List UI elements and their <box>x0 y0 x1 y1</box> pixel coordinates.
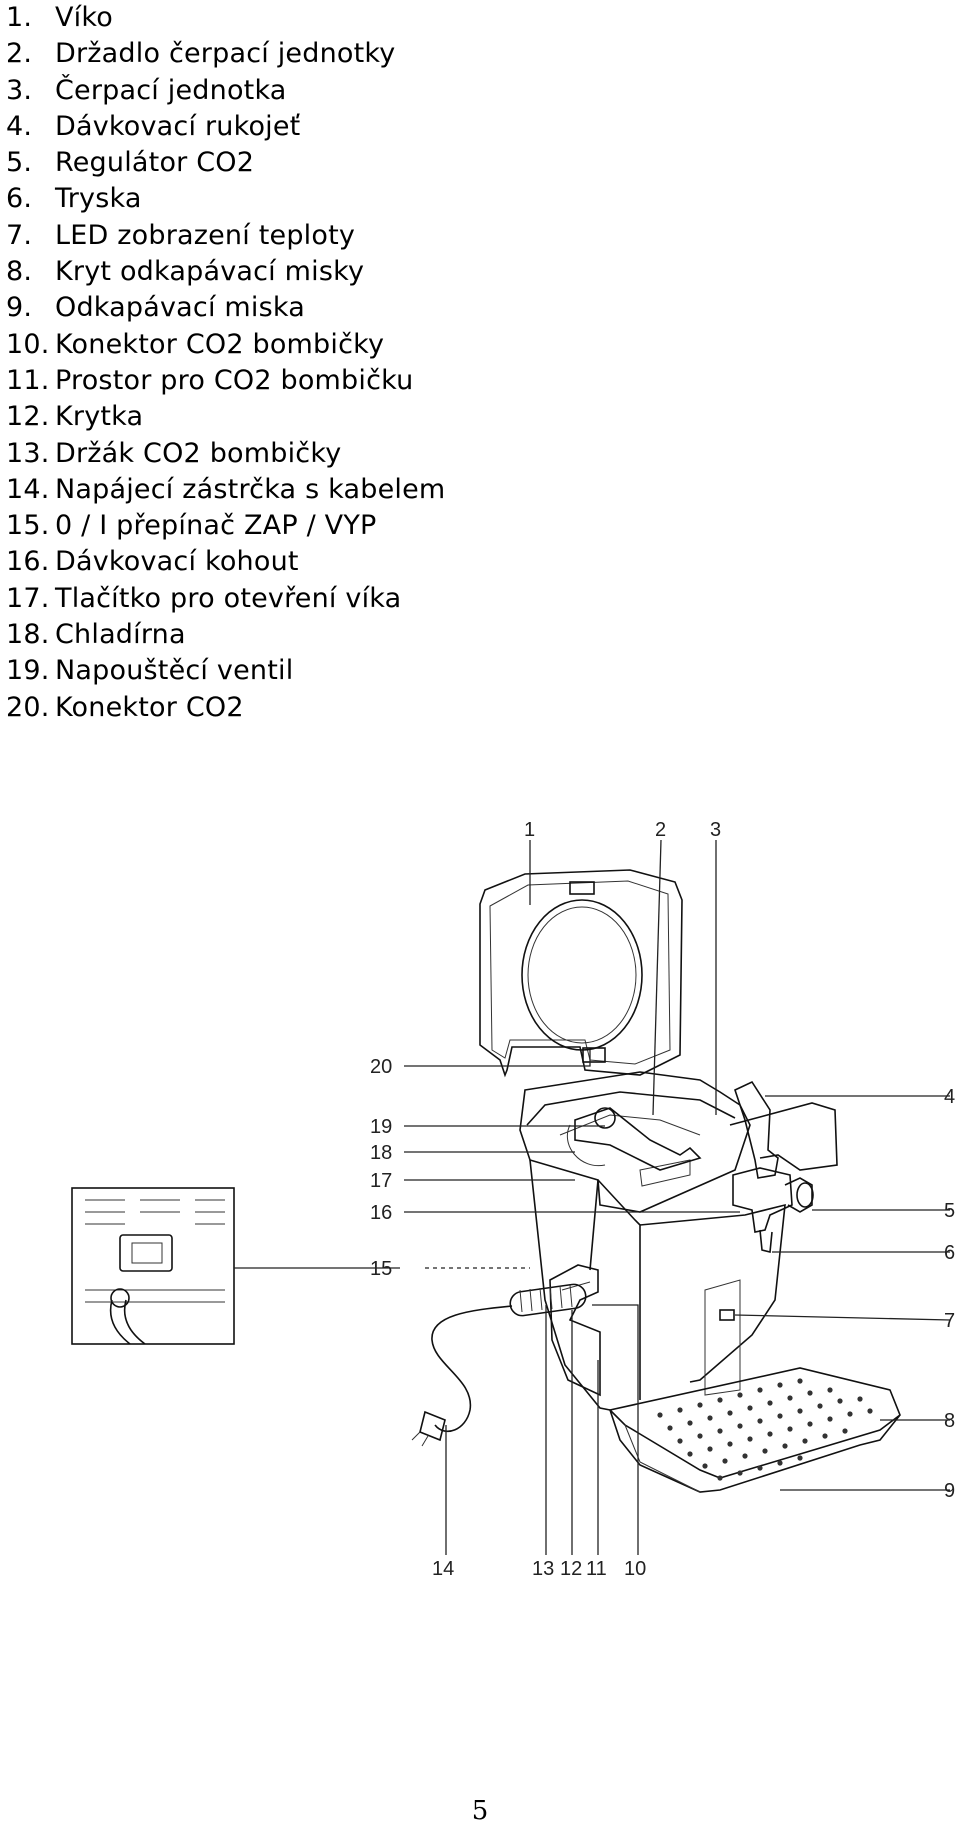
item-label: 0 / I přepínač ZAP / VYP <box>55 510 377 542</box>
callout-6: 6 <box>944 1242 955 1264</box>
item-label: Regulátor CO2 <box>55 147 255 179</box>
callout-8: 8 <box>944 1410 955 1432</box>
item-label: Kryt odkapávací misky <box>55 256 365 288</box>
callout-15: 15 <box>370 1258 392 1280</box>
item-number: 9. <box>6 292 33 324</box>
item-label: Dávkovací kohout <box>55 546 299 578</box>
item-label: Napájecí zástrčka s kabelem <box>55 473 446 505</box>
callout-5: 5 <box>944 1200 955 1222</box>
drip-tray-drawing <box>608 1367 901 1493</box>
item-label: Čerpací jednotka <box>55 74 287 106</box>
body-drawing <box>519 1071 838 1411</box>
callout-13: 13 <box>532 1558 554 1580</box>
callout-16: 16 <box>370 1202 392 1224</box>
list-item: 9. Odkapávací miska <box>6 290 445 326</box>
leader-lines <box>234 839 951 1555</box>
list-item: 16.Dávkovací kohout <box>6 544 445 580</box>
co2-holder-drawing <box>509 1264 601 1397</box>
callout-11: 11 <box>586 1558 607 1580</box>
item-number: 14. <box>6 473 50 505</box>
callout-10: 10 <box>624 1558 646 1580</box>
callout-19: 19 <box>370 1116 392 1138</box>
parts-list: 1. Víko 2. Držadlo čerpací jednotky 3. Čerp… <box>6 0 445 726</box>
callout-7: 7 <box>944 1310 955 1332</box>
callout-2: 2 <box>655 819 666 841</box>
item-label: Držadlo čerpací jednotky <box>55 38 396 70</box>
item-number: 16. <box>6 546 50 578</box>
item-label: Držák CO2 bombičky <box>55 437 342 469</box>
list-item: 7. LED zobrazení teploty <box>6 218 445 254</box>
item-number: 13. <box>6 437 50 469</box>
list-item: 12.Krytka <box>6 399 445 435</box>
item-label: Napouštěcí ventil <box>55 655 294 687</box>
item-label: Konektor CO2 bombičky <box>55 328 385 360</box>
item-label: Odkapávací miska <box>55 292 306 324</box>
callout-1: 1 <box>524 819 535 841</box>
callout-18: 18 <box>370 1142 392 1164</box>
item-number: 19. <box>6 655 50 687</box>
switch-inset-drawing <box>71 1187 235 1345</box>
item-number: 18. <box>6 619 50 651</box>
device-diagram: 1 2 3 4 5 6 7 8 9 10 11 12 13 14 15 16 1… <box>0 780 960 1580</box>
list-item: 11.Prostor pro CO2 bombičku <box>6 363 445 399</box>
item-number: 4. <box>6 110 33 142</box>
item-number: 20. <box>6 691 50 723</box>
list-item: 10.Konektor CO2 bombičky <box>6 327 445 363</box>
item-label: Konektor CO2 <box>55 691 244 723</box>
list-item: 15.0 / I přepínač ZAP / VYP <box>6 508 445 544</box>
item-label: Chladírna <box>55 619 186 651</box>
item-label: Prostor pro CO2 bombičku <box>55 364 414 396</box>
item-number: 2. <box>6 38 33 70</box>
callout-numbers: 1 2 3 4 5 6 7 8 9 10 11 12 13 14 15 16 1… <box>370 819 955 1580</box>
list-item: 3. Čerpací jednotka <box>6 73 445 109</box>
item-number: 1. <box>6 2 33 33</box>
list-item: 6. Tryska <box>6 181 445 217</box>
item-number: 8. <box>6 256 33 288</box>
callout-4: 4 <box>944 1086 955 1108</box>
callout-14: 14 <box>432 1558 454 1580</box>
list-item: 20.Konektor CO2 <box>6 690 445 726</box>
list-item: 4. Dávkovací rukojeť <box>6 109 445 145</box>
item-label: Krytka <box>55 401 144 433</box>
item-label: Tlačítko pro otevření víka <box>55 582 402 614</box>
list-item: 8. Kryt odkapávací misky <box>6 254 445 290</box>
device-drawing: 1 2 3 4 5 6 7 8 9 10 11 12 13 14 15 16 1… <box>71 819 955 1580</box>
lid-drawing <box>479 869 683 1078</box>
tap-drawing <box>732 1167 814 1254</box>
list-item: 19.Napouštěcí ventil <box>6 653 445 689</box>
item-number: 3. <box>6 74 33 106</box>
tap-handle-drawing <box>734 1080 779 1179</box>
page-number: 5 <box>471 1796 489 1826</box>
list-item: 5. Regulátor CO2 <box>6 145 445 181</box>
callout-9: 9 <box>944 1480 955 1502</box>
power-cable-drawing <box>411 1305 513 1447</box>
item-number: 6. <box>6 183 33 215</box>
callout-12: 12 <box>560 1558 582 1580</box>
item-number: 15. <box>6 510 50 542</box>
item-number: 12. <box>6 401 50 433</box>
callout-3: 3 <box>710 819 721 841</box>
item-label: Víko <box>55 2 113 33</box>
list-item: 13.Držák CO2 bombičky <box>6 436 445 472</box>
item-number: 11. <box>6 364 50 396</box>
item-number: 10. <box>6 328 50 360</box>
list-item: 17.Tlačítko pro otevření víka <box>6 581 445 617</box>
pump-unit-drawing <box>567 1107 702 1171</box>
item-number: 5. <box>6 147 33 179</box>
item-label: Tryska <box>55 183 142 215</box>
item-label: LED zobrazení teploty <box>55 219 356 251</box>
list-item: 14.Napájecí zástrčka s kabelem <box>6 472 445 508</box>
item-number: 17. <box>6 582 50 614</box>
callout-20: 20 <box>370 1056 392 1078</box>
item-label: Dávkovací rukojeť <box>55 110 301 142</box>
list-item: 2. Držadlo čerpací jednotky <box>6 36 445 72</box>
list-item: 18.Chladírna <box>6 617 445 653</box>
list-item: 1. Víko <box>6 0 445 36</box>
item-number: 7. <box>6 219 33 251</box>
callout-17: 17 <box>370 1170 392 1192</box>
